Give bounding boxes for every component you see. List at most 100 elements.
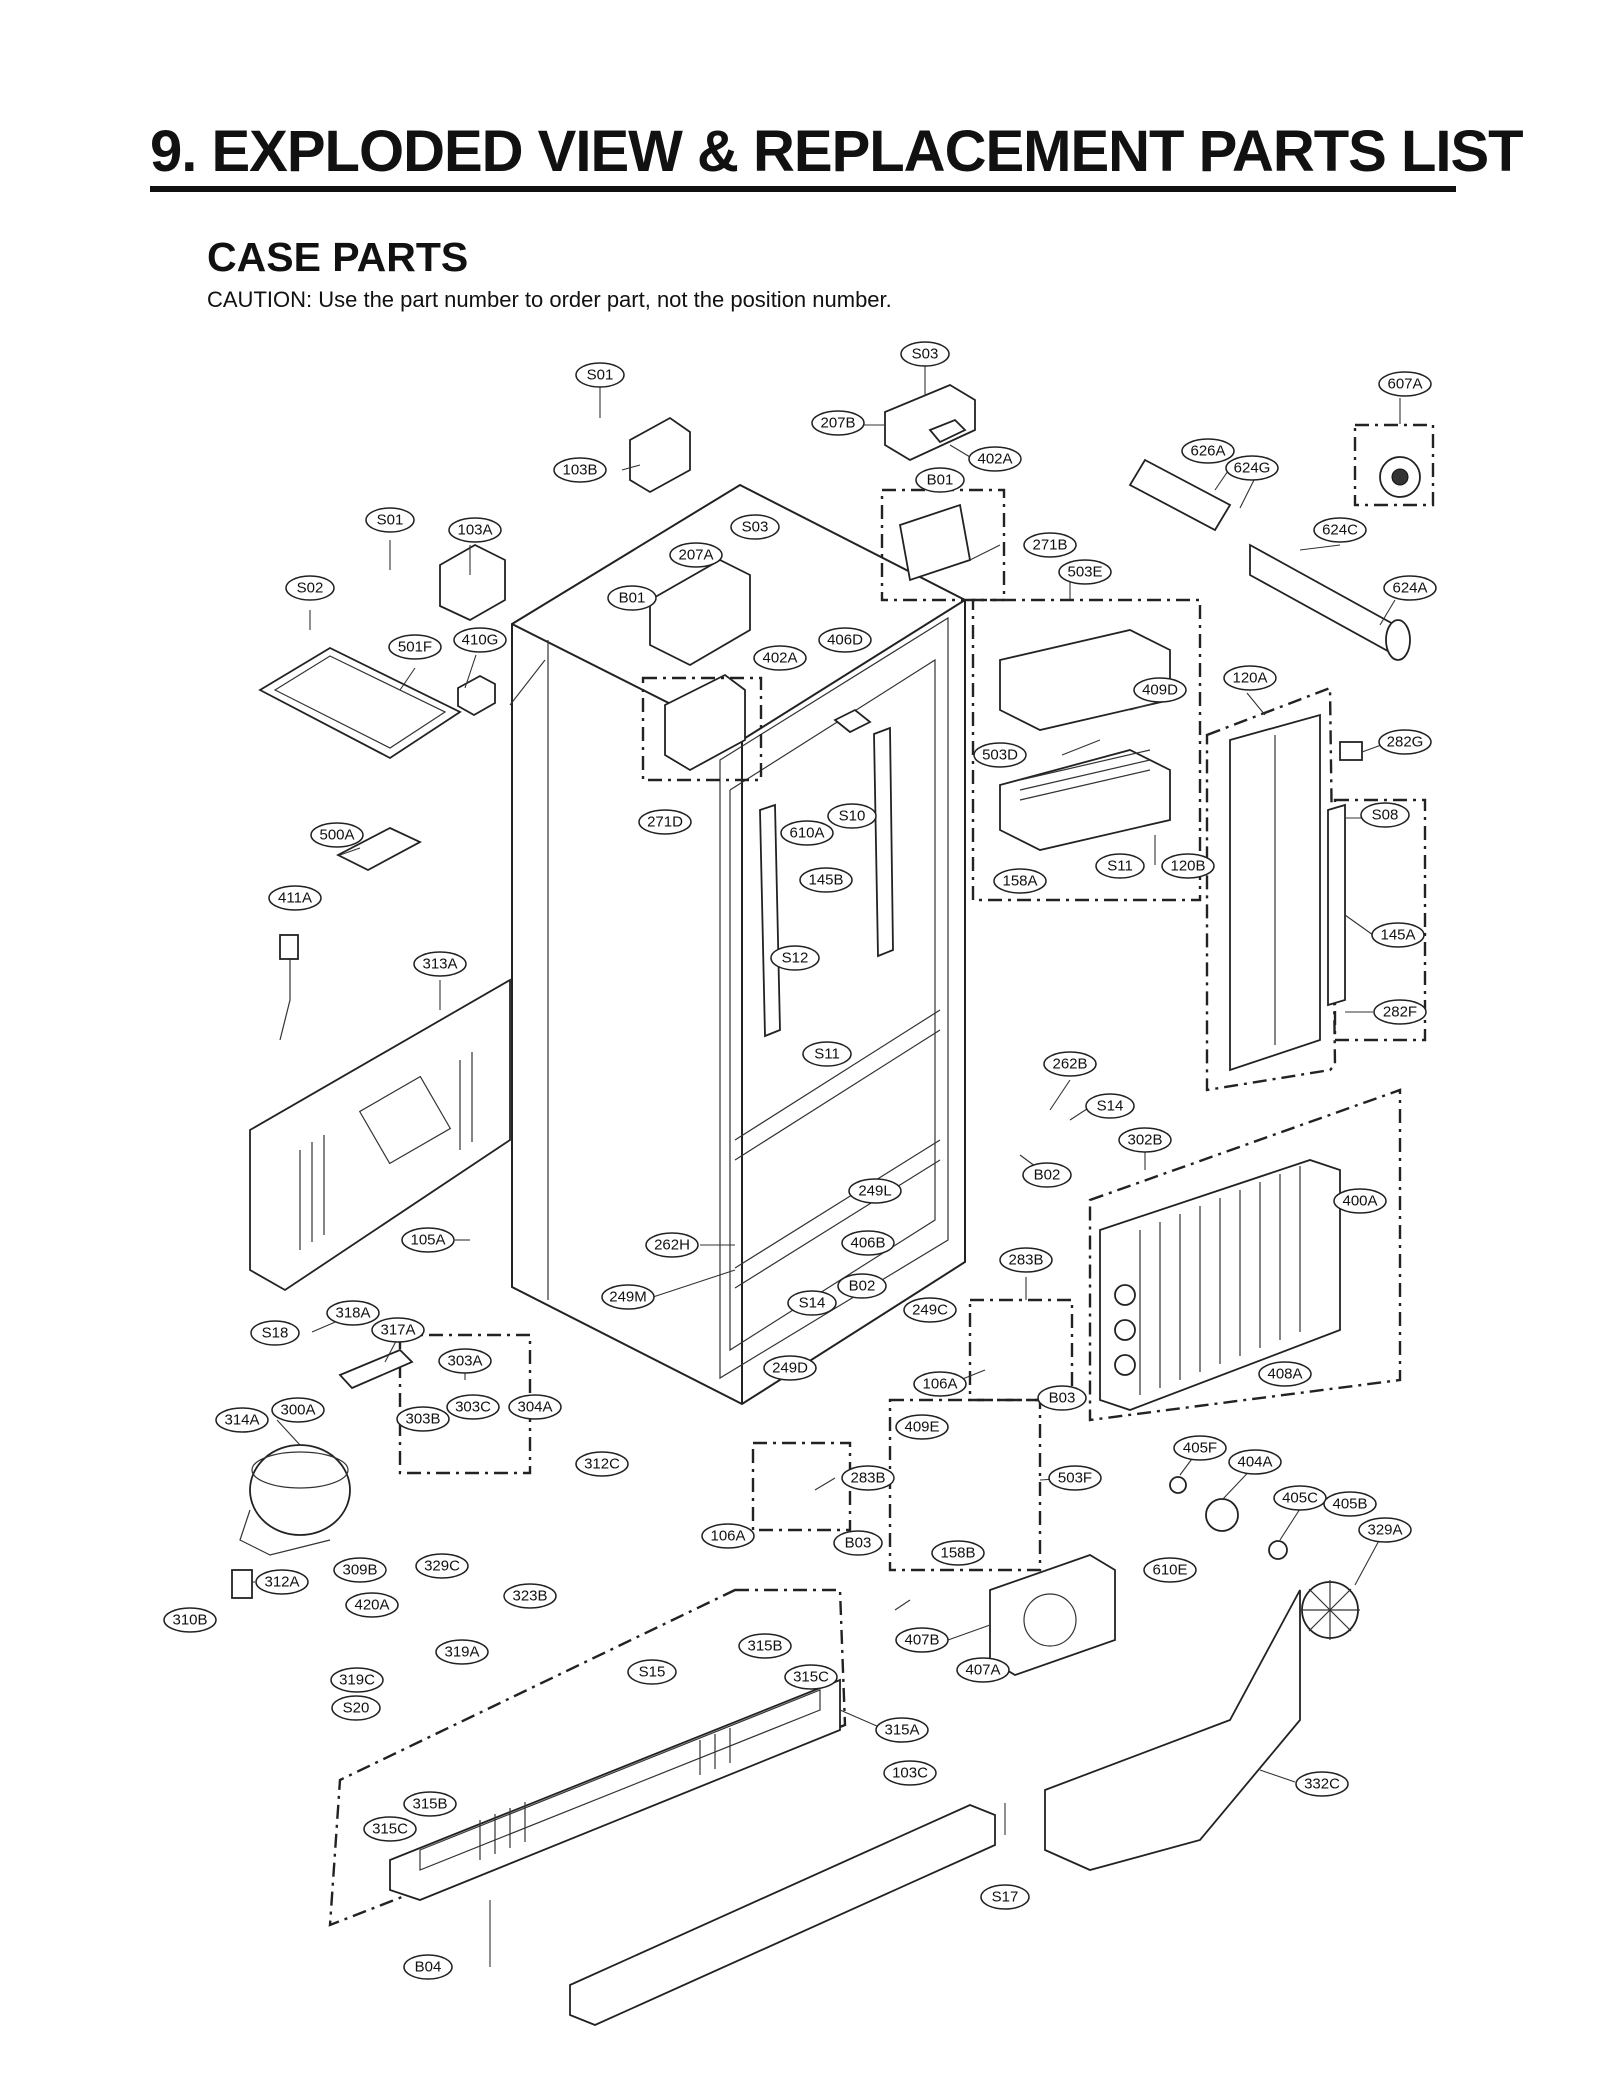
callout-label: 207B: [820, 415, 855, 432]
callout-407A: 407A: [956, 1657, 1010, 1683]
callout-624A: 624A: [1383, 575, 1437, 601]
callout-label: B01: [927, 472, 954, 489]
callout-label: 410G: [462, 632, 499, 649]
callout-405C: 405C: [1273, 1485, 1327, 1511]
callout-label: 120B: [1170, 858, 1205, 875]
callout-405F: 405F: [1173, 1435, 1227, 1461]
callout-103A: 103A: [448, 517, 502, 543]
callout-S14: S14: [787, 1290, 837, 1316]
callout-label: S08: [1372, 807, 1399, 824]
callout-207A: 207A: [669, 542, 723, 568]
callout-label: S01: [377, 512, 404, 529]
callout-271D: 271D: [638, 809, 692, 835]
callout-309B: 309B: [333, 1557, 387, 1583]
callout-label: 158A: [1002, 873, 1037, 890]
callout-label: B03: [1049, 1390, 1076, 1407]
back-panel: [249, 978, 511, 1292]
callout-332C: 332C: [1295, 1771, 1349, 1797]
callout-329A: 329A: [1358, 1517, 1412, 1543]
callout-label: 405B: [1332, 1496, 1367, 1513]
caution-note: CAUTION: Use the part number to order pa…: [207, 287, 892, 312]
duct-parts: [1229, 713, 1363, 1072]
callout-B01: B01: [607, 585, 657, 611]
callout-label: S20: [343, 1700, 370, 1717]
evaporator: [1099, 1159, 1341, 1411]
callout-label: 262H: [654, 1237, 690, 1254]
callout-label: 315C: [793, 1669, 829, 1686]
callout-label: 411A: [278, 890, 312, 907]
callout-249C: 249C: [903, 1297, 957, 1323]
callout-label: 309B: [342, 1562, 377, 1579]
callout-400A: 400A: [1333, 1188, 1387, 1214]
callout-410G: 410G: [453, 627, 507, 653]
callout-S18: S18: [250, 1320, 300, 1346]
callout-label: 103C: [892, 1765, 928, 1782]
callout-310B: 310B: [163, 1607, 217, 1633]
callout-label: 624A: [1392, 580, 1427, 597]
callout-label: S11: [814, 1046, 840, 1063]
callout-406B: 406B: [841, 1230, 895, 1256]
callout-B02: B02: [1022, 1162, 1072, 1188]
callout-labels: S01 S03 607A 207B 402A 103B B01 626A 624…: [163, 341, 1437, 1980]
callout-label: 271B: [1032, 537, 1067, 554]
water-filter: [1128, 456, 1421, 661]
callout-label: 406B: [850, 1235, 885, 1252]
cabinet-body: [511, 483, 966, 1406]
callout-103B: 103B: [553, 457, 607, 483]
callout-315A: 315A: [875, 1717, 929, 1743]
callout-503F: 503F: [1048, 1465, 1102, 1491]
callout-S11: S11: [1095, 853, 1145, 879]
callout-319A: 319A: [435, 1639, 489, 1665]
callout-label: 312C: [584, 1456, 620, 1473]
callout-label: S12: [782, 950, 809, 967]
callout-503E: 503E: [1058, 559, 1112, 585]
callout-label: 318A: [335, 1305, 370, 1322]
callout-500A: 500A: [310, 822, 364, 848]
callout-label: 500A: [319, 827, 354, 844]
callout-312C: 312C: [575, 1451, 629, 1477]
callout-label: 408A: [1267, 1366, 1302, 1383]
callout-label: S18: [262, 1325, 289, 1342]
top-hinge-parts: [649, 383, 976, 772]
callout-315C: 315C: [363, 1816, 417, 1842]
callout-label: S17: [992, 1889, 1019, 1906]
callout-label: 303B: [405, 1411, 440, 1428]
callout-label: 145A: [1380, 927, 1415, 944]
callout-label: 304A: [517, 1399, 552, 1416]
base-plate: [389, 1678, 996, 2026]
callout-label: 158B: [940, 1545, 975, 1562]
callout-label: B04: [415, 1959, 442, 1976]
callout-label: 503E: [1067, 564, 1102, 581]
top-left-parts: [258, 416, 691, 1041]
callout-label: 405F: [1183, 1440, 1217, 1457]
callout-407B: 407B: [895, 1627, 949, 1653]
callout-S08: S08: [1360, 802, 1410, 828]
callout-label: 315C: [372, 1821, 408, 1838]
callout-label: 317A: [380, 1322, 415, 1339]
callout-313A: 313A: [413, 951, 467, 977]
callout-label: S11: [1107, 858, 1133, 875]
callout-302B: 302B: [1118, 1127, 1172, 1153]
callout-158A: 158A: [993, 868, 1047, 894]
callout-label: 607A: [1387, 376, 1422, 393]
callout-label: 402A: [977, 451, 1012, 468]
callout-label: 405C: [1282, 1490, 1318, 1507]
callout-624G: 624G: [1225, 455, 1279, 481]
callout-label: 319A: [444, 1644, 479, 1661]
callout-label: S15: [639, 1664, 666, 1681]
callout-label: 610A: [789, 825, 824, 842]
callout-B01: B01: [915, 467, 965, 493]
callout-label: 303C: [455, 1399, 491, 1416]
callout-315B: 315B: [403, 1791, 457, 1817]
callout-S10: S10: [827, 803, 877, 829]
callout-S15: S15: [627, 1659, 677, 1685]
callout-120B: 120B: [1161, 853, 1215, 879]
callout-label: S10: [839, 808, 866, 825]
callout-label: 302B: [1127, 1132, 1162, 1149]
callout-label: 310B: [172, 1612, 207, 1629]
callout-282G: 282G: [1378, 729, 1432, 755]
callout-label: 249M: [609, 1289, 647, 1306]
callout-404A: 404A: [1228, 1449, 1282, 1475]
callout-S02: S02: [285, 575, 335, 601]
callout-607A: 607A: [1378, 371, 1432, 397]
